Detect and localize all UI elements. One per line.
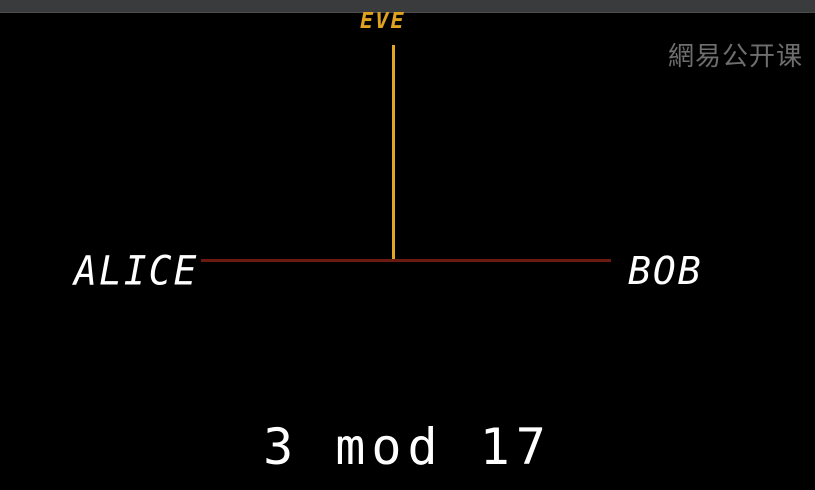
eve-wiretap-line: [392, 45, 395, 261]
modular-expression: 3 mod 17: [263, 418, 552, 476]
window-top-bar: [0, 0, 815, 13]
bob-label: BOB: [628, 249, 703, 293]
video-frame: EVE ALICE BOB 網易公开课: [0, 9, 815, 490]
alice-bob-channel-line: [201, 259, 611, 262]
eve-label: EVE: [360, 9, 406, 34]
netease-watermark-logo: 網易公开课: [667, 42, 803, 72]
alice-label: ALICE: [74, 247, 199, 295]
